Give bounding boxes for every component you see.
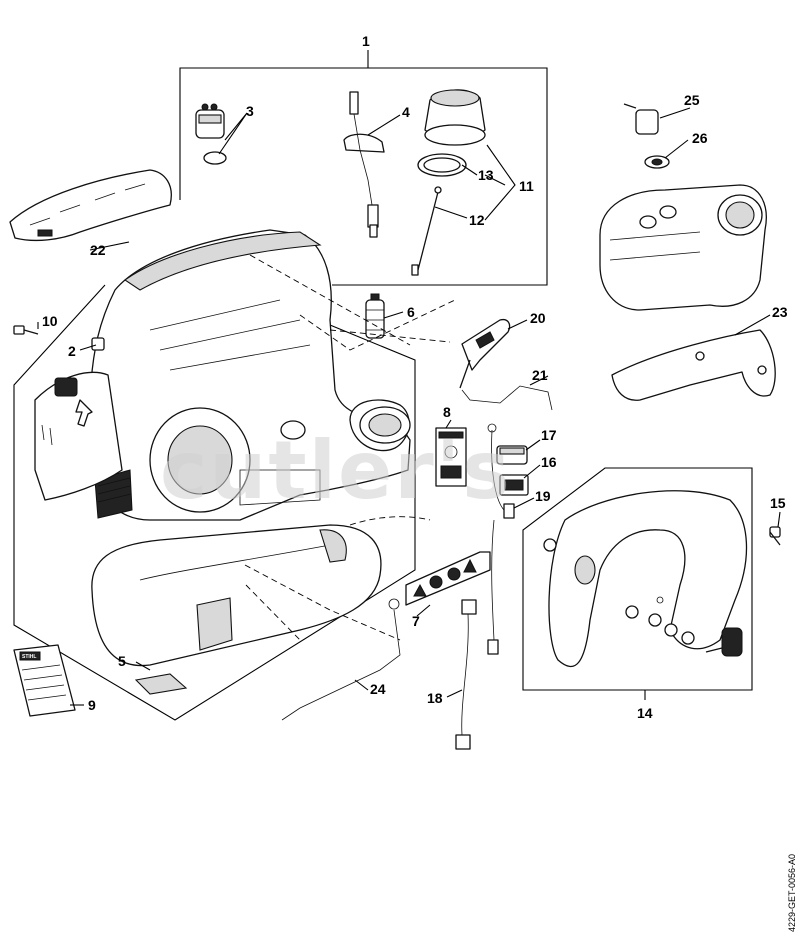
watermark-text: cutler's [160, 424, 512, 517]
part-16-switch [499, 474, 529, 496]
callout-11: 11 [519, 178, 534, 194]
group-box-9 [13, 284, 416, 721]
part-10-screw [13, 325, 39, 335]
callout-15: 15 [770, 495, 786, 511]
leader-lines [37, 107, 781, 706]
part-2-insert [91, 337, 105, 351]
part-7-warning-label [405, 551, 491, 606]
group-box-14 [522, 467, 753, 700]
callout-7: 7 [412, 613, 420, 629]
connection-lines [244, 254, 456, 641]
callout-17: 17 [541, 427, 557, 443]
callout-22: 22 [90, 242, 106, 258]
group-box-1 [179, 50, 548, 286]
handle-assembly [543, 490, 748, 668]
callout-5: 5 [118, 653, 126, 669]
part-21-rod [461, 385, 553, 411]
part-9-plate: STIHL [13, 644, 76, 717]
callout-9: 9 [88, 697, 96, 713]
callout-8: 8 [443, 404, 451, 420]
fuel-tank [599, 184, 767, 311]
callout-3: 3 [246, 103, 254, 119]
part-11-fuel-cap [411, 89, 486, 276]
blower-housing [34, 229, 411, 667]
callout-4: 4 [402, 104, 410, 120]
part-15-screw [769, 526, 781, 546]
callout-16: 16 [541, 454, 557, 470]
part-5-label [134, 673, 188, 695]
part-25-vent [623, 103, 670, 169]
callout-20: 20 [530, 310, 546, 326]
part-6-filter [365, 293, 385, 339]
callout-23: 23 [772, 304, 788, 320]
part-20-trigger [459, 318, 511, 389]
part-17-switch-cover [496, 445, 528, 465]
part-3-plug [195, 103, 227, 165]
callout-10: 10 [42, 313, 58, 329]
stihl-logo-text: STIHL [22, 654, 36, 660]
part-18-wire [455, 519, 499, 750]
part-4-fuel-pickup [343, 91, 385, 238]
callout-1: 1 [362, 33, 370, 49]
part-8-label [435, 427, 467, 487]
part-22-cover [9, 169, 172, 242]
callout-24: 24 [370, 681, 386, 697]
callout-26: 26 [692, 130, 708, 146]
callout-13: 13 [478, 167, 494, 183]
part-23-guard [611, 329, 776, 401]
part-24-wire [281, 598, 401, 721]
callout-labels: 1 2 3 4 5 6 7 8 9 10 11 12 13 14 15 16 1… [42, 33, 788, 721]
callout-2: 2 [68, 343, 76, 359]
callout-25: 25 [684, 92, 700, 108]
callout-12: 12 [469, 212, 485, 228]
callout-14: 14 [637, 705, 653, 721]
callout-19: 19 [535, 488, 551, 504]
callout-6: 6 [407, 304, 415, 320]
callout-21: 21 [532, 367, 548, 383]
document-id: 4229-GET-0056-A0 [787, 854, 797, 932]
part-19-terminal [487, 423, 515, 519]
callout-18: 18 [427, 690, 443, 706]
